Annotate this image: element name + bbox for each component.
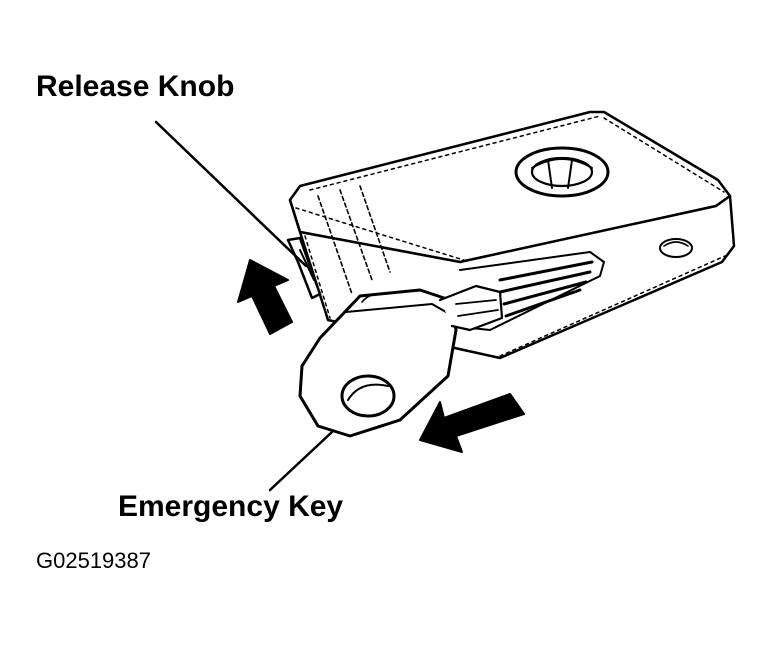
- release-knob-leader: [154, 120, 308, 268]
- release-knob: [286, 236, 322, 300]
- emblem-logo: [514, 146, 610, 198]
- release-knob-label: Release Knob: [36, 70, 235, 103]
- figure-code: G02519387: [36, 548, 151, 573]
- fob-end-ribs: [317, 185, 391, 295]
- key-blade-ridges: [498, 260, 594, 318]
- fob-side-seam: [304, 235, 726, 357]
- emergency-key: [298, 284, 504, 438]
- arrow-up-icon: [237, 259, 293, 335]
- side-emblem: [659, 238, 693, 258]
- emergency-key-label: Emergency Key: [118, 490, 344, 523]
- emergency-key-leader: [268, 430, 334, 492]
- arrow-left-icon: [419, 393, 525, 453]
